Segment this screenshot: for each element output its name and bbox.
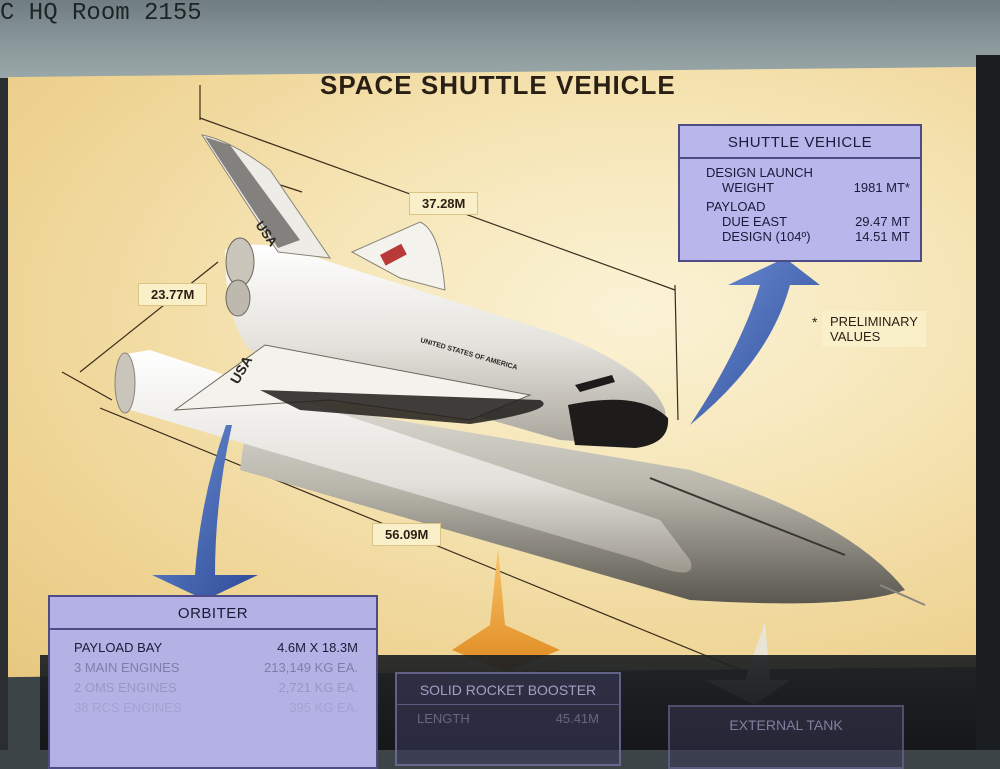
orbiter-row-label: PAYLOAD BAY [74, 640, 163, 655]
arrow-orbiter-icon [152, 425, 258, 600]
srb-row-label: LENGTH [417, 711, 470, 726]
srb-heading: SOLID ROCKET BOOSTER [397, 674, 619, 705]
weight-value: 1981 MT* [853, 180, 910, 195]
orbiter-row-label: 2 OMS ENGINES [74, 680, 177, 695]
design-value: 14.51 MT [855, 229, 910, 244]
weight-label-1: DESIGN LAUNCH [706, 165, 813, 180]
note-line-1: PRELIMINARY [830, 314, 918, 329]
shuttle-vehicle-panel: SHUTTLE VEHICLE DESIGN LAUNCH WEIGHT 198… [678, 124, 922, 262]
note-line-2: VALUES [830, 329, 881, 344]
orbiter-row-value: 395 KG EA. [289, 700, 358, 715]
orbiter-panel: ORBITER PAYLOAD BAY 4.6M X 18.3M 3 MAIN … [48, 595, 378, 769]
due-east-value: 29.47 MT [855, 214, 910, 229]
page-title: SPACE SHUTTLE VEHICLE [320, 70, 676, 100]
arrow-shuttle-vehicle-icon [690, 258, 820, 425]
arrow-srb-icon [452, 548, 560, 672]
orbiter-row-value: 213,149 KG EA. [264, 660, 358, 675]
orbiter-row: PAYLOAD BAY 4.6M X 18.3M [50, 638, 376, 658]
srb-panel: SOLID ROCKET BOOSTER LENGTH 45.41M [395, 672, 621, 766]
orbiter-row: 38 RCS ENGINES 395 KG EA. [50, 698, 376, 718]
orbiter-row-value: 4.6M X 18.3M [277, 640, 358, 655]
orbiter-row-value: 2,721 KG EA. [278, 680, 359, 695]
orbiter-row: 3 MAIN ENGINES 213,149 KG EA. [50, 658, 376, 678]
external-tank-panel: EXTERNAL TANK [668, 705, 904, 769]
note-asterisk: * [812, 314, 818, 330]
room-label: C HQ Room 2155 [0, 0, 202, 27]
dimension-label-length-total: 56.09M [372, 523, 442, 546]
srb-shape [118, 350, 692, 573]
srb-row-value: 45.41M [555, 711, 599, 726]
shuttle-vehicle-heading: SHUTTLE VEHICLE [680, 126, 920, 159]
orbiter-row-label: 3 MAIN ENGINES [74, 660, 180, 675]
dimension-label-length-upper: 37.28M [409, 192, 479, 215]
weight-label-2: WEIGHT [722, 180, 774, 195]
orbiter-heading: ORBITER [50, 597, 376, 630]
design-label: DESIGN (104º) [722, 229, 811, 244]
payload-label: PAYLOAD [706, 199, 766, 214]
external-tank-heading: EXTERNAL TANK [729, 717, 843, 733]
orbiter-fuselage [225, 244, 666, 445]
due-east-label: DUE EAST [722, 214, 788, 229]
dimension-label-height: 23.77M [138, 283, 208, 306]
wall-background: C HQ Room 2155 [0, 0, 1000, 78]
flag-icon [380, 243, 407, 266]
right-bezel [976, 55, 1000, 750]
left-bezel [0, 78, 8, 750]
orbiter-row: 2 OMS ENGINES 2,721 KG EA. [50, 678, 376, 698]
orbiter-row-label: 38 RCS ENGINES [74, 700, 182, 715]
preliminary-note: PRELIMINARY VALUES [822, 311, 926, 347]
